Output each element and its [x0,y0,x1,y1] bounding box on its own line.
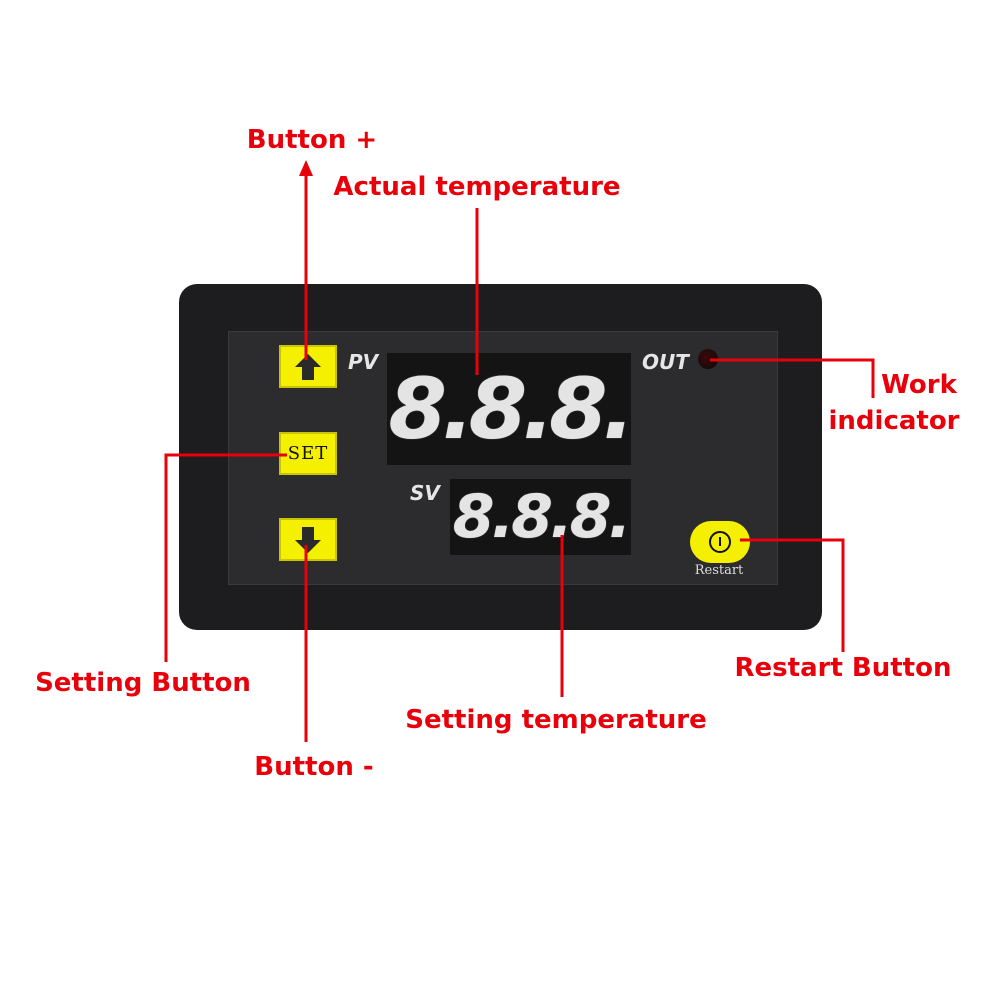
arrow-down-icon [295,526,321,553]
set-button[interactable]: SET [279,432,337,475]
callout-work-line2: indicator [828,406,960,436]
callout-button-plus: Button + [246,125,378,155]
pv-label: PV [348,350,379,374]
callout-work-line1: Work [881,370,957,400]
callout-restart-button: Restart Button [734,653,952,683]
sv-display: 8.8.8. [450,479,631,555]
callout-setting-temperature: Setting temperature [405,705,707,735]
set-button-label: SET [287,443,329,464]
sv-label: SV [410,481,440,505]
work-indicator-line [710,358,875,398]
callout-actual-temperature: Actual temperature [333,172,621,202]
work-indicator-led [698,349,718,369]
setting-button-line [164,453,287,662]
sv-display-value: 8.8.8. [452,482,631,552]
out-label: OUT [642,350,689,374]
pv-display: 8.8.8. [387,353,631,465]
power-icon [709,531,731,553]
restart-line [740,538,845,652]
restart-button[interactable] [690,521,750,563]
down-button[interactable] [279,518,337,561]
arrow-up-icon [295,353,321,380]
up-button[interactable] [279,345,337,388]
callout-button-minus: Button - [254,752,374,782]
pv-display-value: 8.8.8. [388,360,631,458]
callout-setting-button: Setting Button [35,668,251,698]
arrow-head-icon [299,160,313,176]
restart-label: Restart [694,563,744,578]
